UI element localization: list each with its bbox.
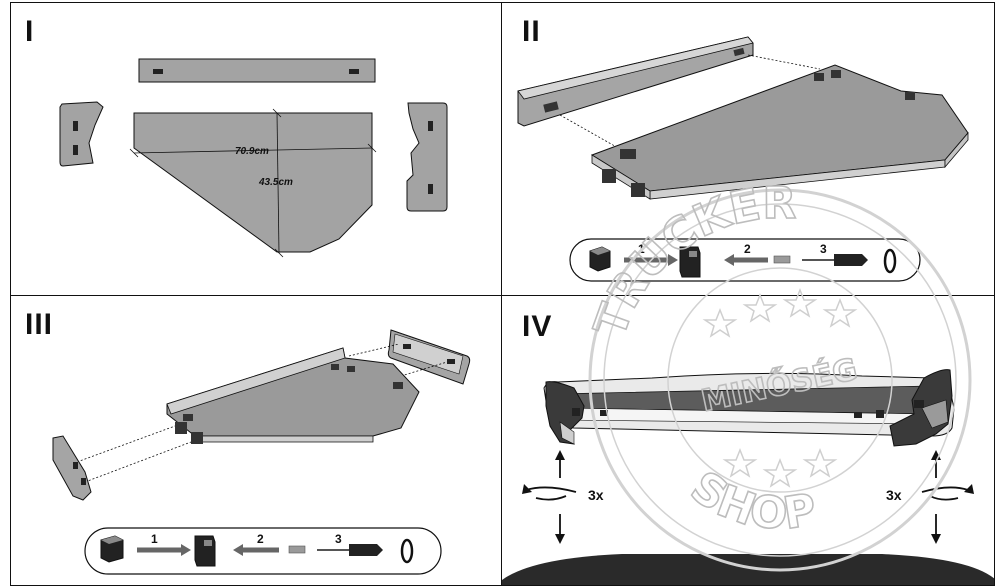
side-connector-2	[600, 410, 608, 416]
dowel-icon-3	[288, 545, 306, 554]
depth-dimension-label: 43.5cm	[258, 177, 293, 188]
shelf-board-part	[133, 112, 373, 253]
left-rotation-count: 3x	[588, 487, 604, 503]
side-connector-1	[572, 408, 580, 416]
left-bracket-slot-upper	[73, 121, 78, 131]
board-connector-e	[175, 422, 187, 434]
right-bracket-slot-lower	[428, 184, 433, 194]
right-bracket-slot-1	[403, 344, 411, 349]
screwdriver-icon-3	[317, 544, 383, 556]
panel-step-2: II 1	[501, 2, 995, 296]
left-bracket-slot-2	[81, 478, 86, 485]
right-side-bracket-part	[406, 102, 448, 212]
step-label-3-2: 2	[257, 532, 264, 546]
rail-slot-left	[153, 69, 163, 74]
left-bracket-3d	[52, 435, 92, 501]
board-connector-f	[191, 432, 203, 444]
board-connector-c	[393, 382, 403, 389]
board-connector-6	[631, 183, 645, 197]
rail-attach-illustration: 1 2 3	[517, 36, 969, 282]
step-label-3-3: 3	[335, 532, 342, 546]
board-connector-2	[831, 70, 841, 78]
right-adjust-arrows	[921, 450, 974, 544]
left-bracket-slot-1	[73, 462, 78, 469]
step-label-1: 1	[638, 242, 645, 256]
side-connector-5	[914, 400, 924, 408]
step-number-4: IV	[522, 310, 553, 343]
board-connector-3	[905, 92, 915, 100]
side-connector-4	[876, 410, 884, 418]
right-bracket-slot-2	[447, 359, 455, 364]
panel-step-1: I 70.9cm 43.5cm	[10, 2, 502, 296]
right-bracket-slot-upper	[428, 121, 433, 131]
panel-step-3: III	[10, 295, 502, 586]
left-bracket-side	[545, 381, 585, 445]
step-number-3: III	[25, 308, 54, 341]
left-bracket-slot-lower	[73, 145, 78, 155]
board-connector-4	[620, 149, 636, 159]
parts-layout: 70.9cm 43.5cm	[59, 58, 448, 258]
left-adjust-arrows	[522, 450, 577, 544]
right-rotation-count: 3x	[886, 487, 902, 503]
step-number-2: II	[522, 15, 541, 48]
board-connector-d	[183, 414, 193, 421]
width-dimension-label: 70.9cm	[235, 146, 269, 157]
back-rail-part	[138, 58, 376, 83]
step-label-3: 3	[820, 242, 827, 256]
step-label-3-1: 1	[151, 532, 158, 546]
step-number-1: I	[25, 15, 35, 48]
board-connector-5	[602, 169, 616, 183]
dowel-icon	[773, 255, 791, 264]
rail-connector-right	[733, 47, 745, 57]
side-connector-3	[854, 412, 862, 418]
board-connector-1	[814, 73, 824, 81]
height-adjust-illustration: 3x 3x	[502, 369, 994, 585]
rotate-icon-3	[400, 538, 414, 564]
step-label-2: 2	[744, 242, 751, 256]
bracket-attach-illustration: 1 2 3	[52, 329, 471, 575]
rail-slot-right	[349, 69, 359, 74]
board-connector-a	[331, 364, 339, 370]
mounting-surface	[502, 554, 994, 585]
left-side-bracket-part	[59, 101, 104, 167]
rail-connector-left	[543, 101, 559, 113]
board-connector-b	[347, 366, 355, 372]
panel-step-4: IV	[501, 295, 995, 586]
